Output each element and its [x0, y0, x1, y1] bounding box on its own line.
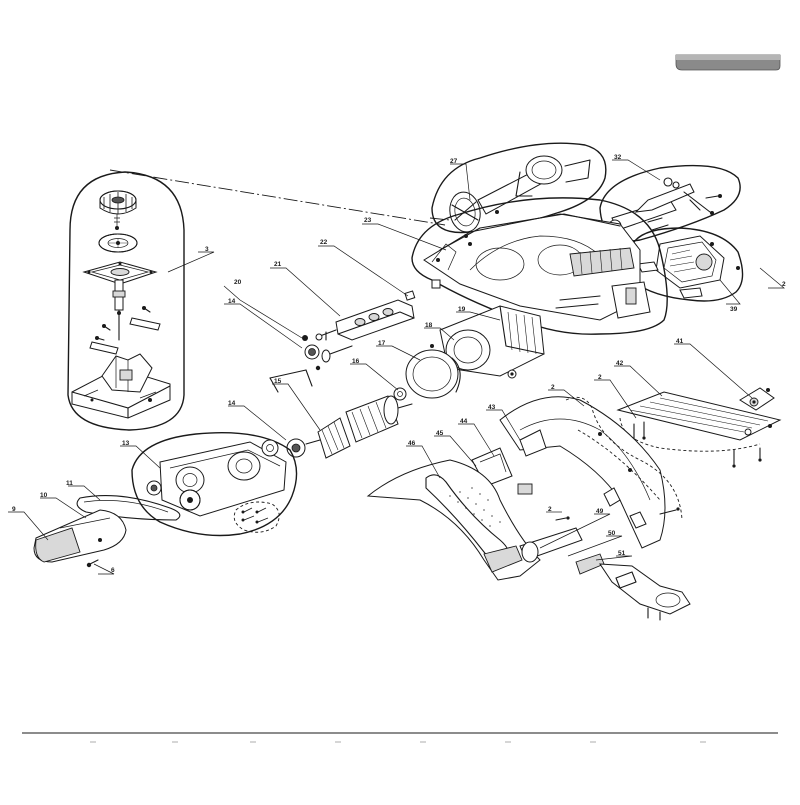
- lower-frame: [471, 396, 683, 549]
- callout-27: 27: [450, 158, 458, 165]
- callout-51: 51: [618, 550, 626, 557]
- gear-housing-group: [131, 432, 298, 537]
- small-screws-left: [95, 306, 151, 341]
- callout-15: 15: [274, 378, 282, 385]
- belt-cover-assembly: [33, 494, 181, 568]
- callout-21: 21: [274, 261, 282, 268]
- callout-46: 46: [408, 440, 416, 447]
- callout-labels: 2 2 2 2 3 6 9 10 11 13 14 14 15 16 17 18…: [12, 154, 786, 574]
- callout-6: 6: [111, 567, 115, 574]
- callout-2d: 2: [548, 506, 552, 513]
- callout-32: 32: [614, 154, 622, 161]
- gear-base-housing: [71, 353, 171, 419]
- drive-shaft: [112, 279, 126, 341]
- callout-18: 18: [425, 322, 433, 329]
- callout-14b: 14: [228, 400, 236, 407]
- callout-39: 39: [730, 306, 738, 313]
- callout-14a: 14: [228, 298, 236, 305]
- stator-assembly: [393, 305, 545, 401]
- callout-50: 50: [608, 530, 616, 537]
- main-housing: [411, 197, 668, 335]
- brush-holder-assembly: [315, 290, 416, 341]
- page-tab: [675, 54, 781, 71]
- motor-cover-group: [629, 227, 744, 302]
- callout-13: 13: [122, 440, 130, 447]
- callout-10: 10: [40, 492, 48, 499]
- group-outline-left: [67, 171, 185, 431]
- callout-22: 22: [320, 239, 328, 246]
- group-outline-main: [411, 197, 668, 335]
- callout-2a: 2: [782, 281, 786, 288]
- alignment-chain-line: [109, 169, 446, 226]
- callout-49: 49: [596, 508, 604, 515]
- leader-lines: [8, 159, 785, 575]
- callout-9: 9: [12, 506, 16, 513]
- armature-rotor: [269, 369, 413, 459]
- callout-44: 44: [460, 418, 468, 425]
- pulley-gear: [179, 489, 201, 511]
- callout-2b: 2: [551, 384, 555, 391]
- head-gear-assembly: [67, 171, 185, 431]
- callout-23: 23: [364, 217, 372, 224]
- callout-43: 43: [488, 404, 496, 411]
- callout-20: 20: [234, 279, 242, 286]
- callout-11: 11: [66, 480, 73, 487]
- group-outline-39: [629, 227, 744, 302]
- callout-41: 41: [676, 338, 684, 345]
- ring-gear: [98, 233, 138, 253]
- callout-42: 42: [616, 360, 624, 367]
- brush-small-parts: [302, 335, 353, 371]
- callout-16: 16: [352, 358, 360, 365]
- callout-3: 3: [205, 246, 209, 253]
- base-skirt-and-handle: [366, 459, 691, 621]
- mounting-plate: [82, 261, 158, 285]
- callout-2c: 2: [598, 374, 602, 381]
- top-gear-knob: [99, 190, 137, 215]
- callout-45: 45: [436, 430, 444, 437]
- callout-17: 17: [378, 340, 386, 347]
- group-outline-13: [131, 432, 298, 537]
- callout-19: 19: [458, 306, 466, 313]
- screw-set-outline: [233, 501, 280, 533]
